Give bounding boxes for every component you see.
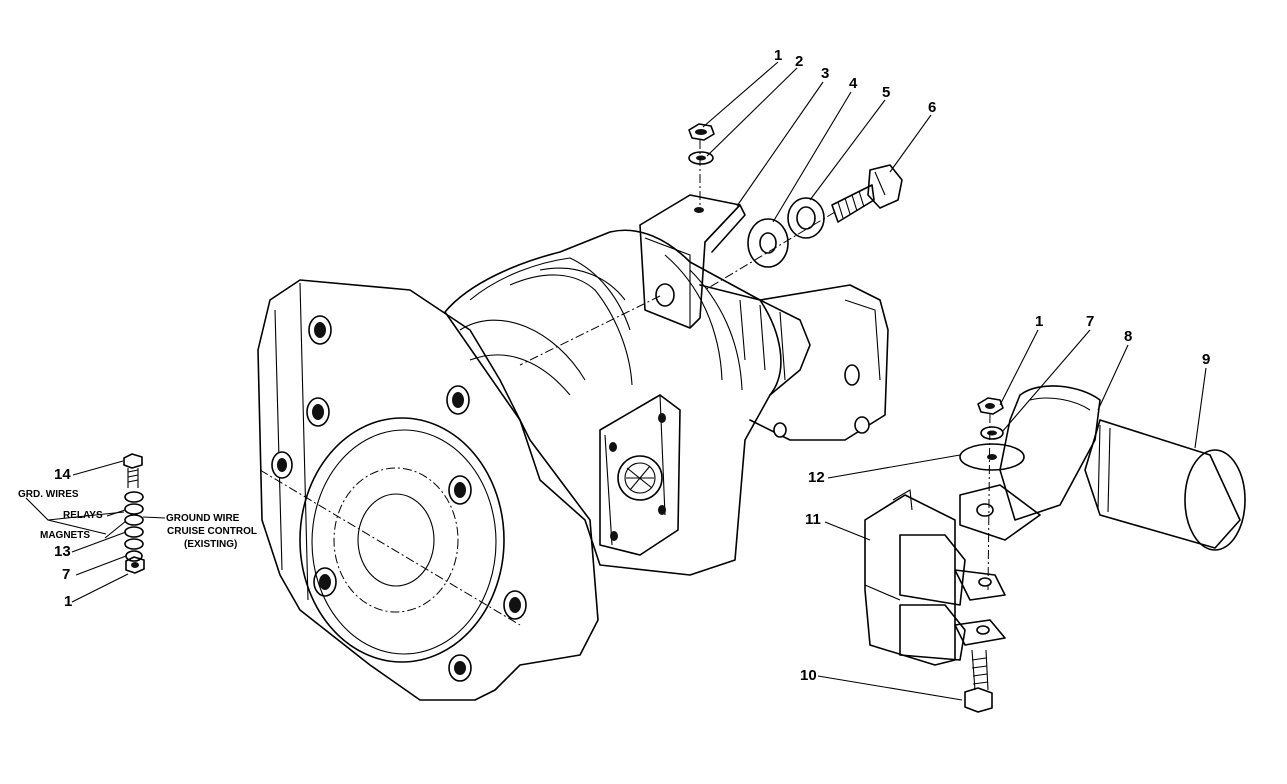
callout-3: 3 <box>821 65 829 82</box>
ground-stack <box>123 453 145 574</box>
callout-4: 4 <box>849 75 858 92</box>
mounting-bracket <box>639 194 746 329</box>
callout-9: 9 <box>1202 351 1210 368</box>
callout-6: 6 <box>928 99 936 116</box>
callout-8: 8 <box>1124 328 1132 345</box>
callout-1-top: 1 <box>774 47 782 64</box>
callout-14: 14 <box>54 466 71 483</box>
callout-10: 10 <box>800 667 817 684</box>
pump-housing <box>257 229 889 701</box>
callout-11: 11 <box>805 511 821 528</box>
callout-numbers: 1 2 3 4 5 6 1 7 8 9 12 11 10 14 13 7 1 <box>54 47 1210 684</box>
label-existing: (EXISTING) <box>184 539 237 550</box>
label-relays: RELAYS <box>63 510 103 521</box>
wire-labels: GRD. WIRES RELAYS MAGNETS GROUND WIRE CR… <box>18 489 257 550</box>
label-ground-wire: GROUND WIRE <box>166 513 240 524</box>
callout-13: 13 <box>54 543 71 560</box>
label-grd-wires: GRD. WIRES <box>18 489 79 500</box>
bracket-hardware <box>519 123 903 366</box>
label-cruise-control: CRUISE CONTROL <box>167 526 257 537</box>
solenoid-switch <box>959 385 1246 551</box>
callout-12: 12 <box>808 469 825 486</box>
callout-7-left: 7 <box>62 566 70 583</box>
relay-assembly <box>864 397 1025 713</box>
label-magnets: MAGNETS <box>40 530 90 541</box>
callout-2: 2 <box>795 53 803 70</box>
callout-1-left: 1 <box>64 593 72 610</box>
leader-lines <box>25 61 1207 701</box>
callout-5: 5 <box>882 84 890 101</box>
callout-7-right: 7 <box>1086 313 1094 330</box>
callout-1-right: 1 <box>1035 313 1043 330</box>
